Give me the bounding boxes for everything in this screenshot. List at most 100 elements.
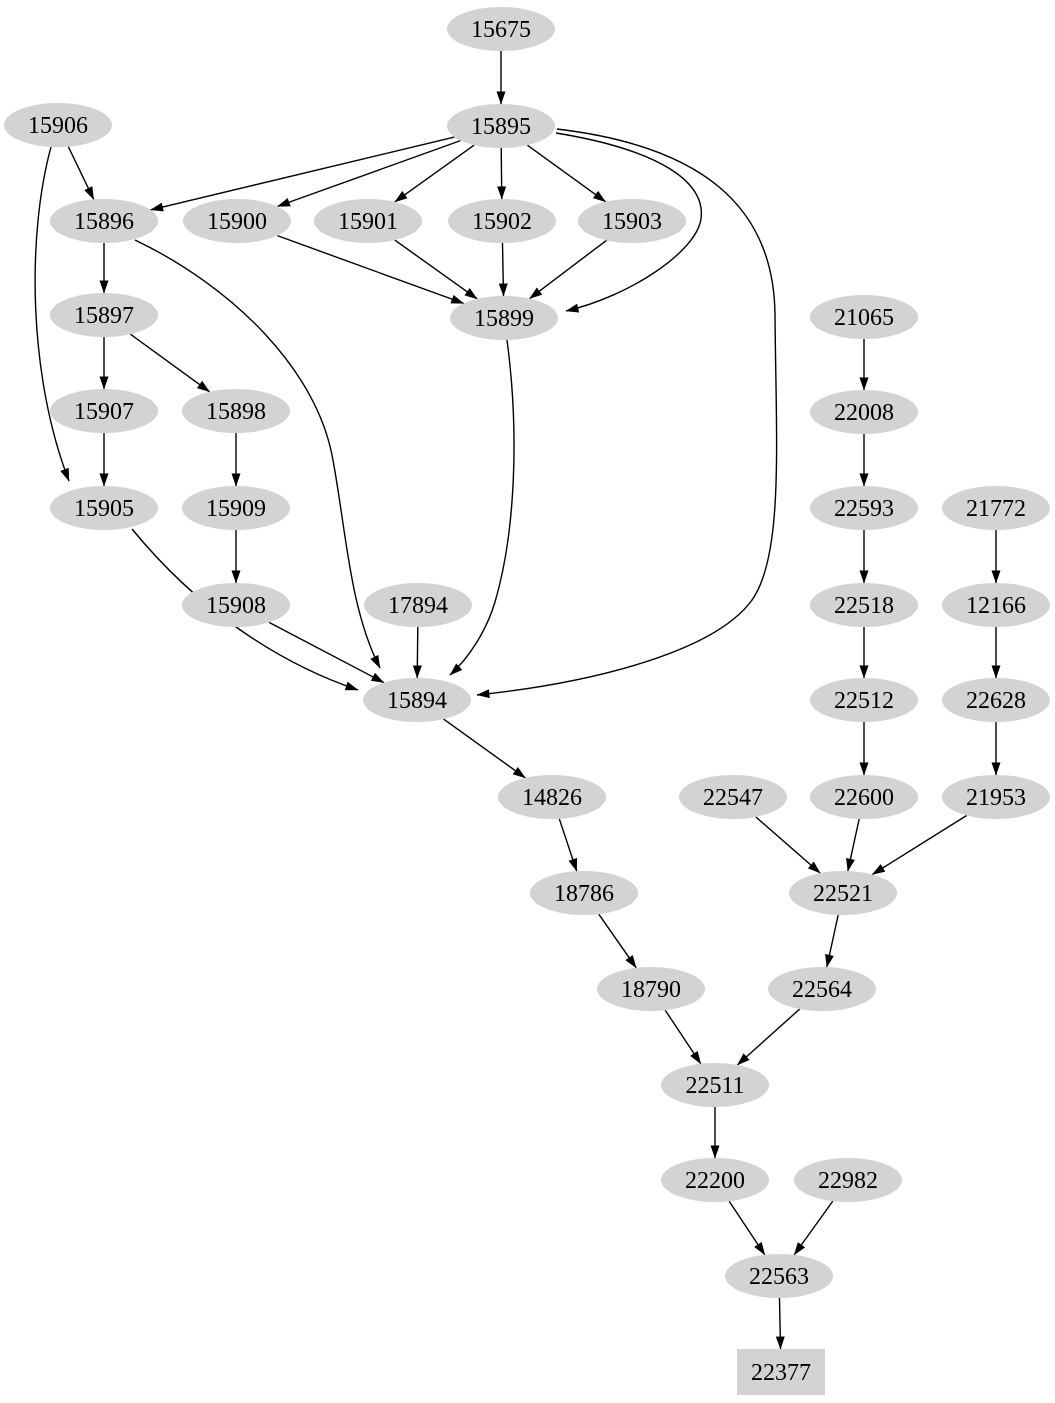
node-shape	[810, 390, 918, 434]
edge-15895-15896	[150, 136, 455, 212]
node-shape	[447, 104, 555, 148]
node-label: 22982	[818, 1168, 878, 1194]
graph-node-21772: 21772	[942, 486, 1050, 530]
node-label: 15898	[206, 399, 266, 425]
graph-node-15894: 15894	[363, 678, 471, 722]
node-label: 22377	[751, 1360, 811, 1386]
node-shape	[942, 583, 1050, 627]
graph-node-14826: 14826	[498, 775, 606, 819]
edge-15899-15894	[449, 339, 515, 676]
node-shape	[810, 583, 918, 627]
node-shape	[498, 775, 606, 819]
node-shape	[679, 775, 787, 819]
node-shape	[810, 486, 918, 530]
graph-node-17894: 17894	[364, 583, 472, 627]
node-label: 15896	[74, 209, 134, 235]
edge-15903-15899	[529, 239, 607, 300]
node-label: 15902	[472, 209, 532, 235]
node-shape	[50, 199, 158, 243]
node-label: 12166	[966, 593, 1026, 619]
graph-node-15896: 15896	[50, 199, 158, 243]
graph-node-22628: 22628	[942, 678, 1050, 722]
node-label: 22563	[749, 1264, 809, 1290]
graph-node-15897: 15897	[50, 293, 158, 337]
node-shape	[737, 1349, 825, 1395]
node-shape	[725, 1254, 833, 1298]
node-shape	[182, 389, 290, 433]
graph-node-21953: 21953	[942, 775, 1050, 819]
edge-22547-22521	[755, 816, 821, 874]
node-shape	[794, 1158, 902, 1202]
graph-node-15907: 15907	[50, 389, 158, 433]
node-label: 14826	[522, 785, 582, 811]
node-shape	[50, 389, 158, 433]
node-label: 22547	[703, 785, 763, 811]
node-label: 15909	[206, 496, 266, 522]
graph-node-15909: 15909	[182, 486, 290, 530]
node-shape	[789, 871, 897, 915]
graph-node-22512: 22512	[810, 678, 918, 722]
node-shape	[450, 296, 558, 340]
edge-22982-22563	[793, 1200, 834, 1256]
node-label: 15906	[28, 113, 88, 139]
graph-node-18790: 18790	[597, 967, 705, 1011]
graph-node-22377: 22377	[737, 1349, 825, 1395]
node-label: 22512	[834, 688, 894, 714]
node-shape	[942, 775, 1050, 819]
node-label: 15907	[74, 399, 134, 425]
node-label: 15908	[206, 593, 266, 619]
edge-15895-15902	[497, 147, 507, 200]
node-shape	[942, 486, 1050, 530]
edge-15902-15899	[498, 242, 508, 297]
node-label: 17894	[388, 593, 448, 619]
edge-17894-15894	[412, 626, 422, 679]
node-shape	[363, 678, 471, 722]
node-label: 15675	[471, 17, 531, 43]
edge-15906-15905	[34, 146, 70, 482]
node-shape	[447, 7, 555, 51]
graph-node-22982: 22982	[794, 1158, 902, 1202]
graph-node-22008: 22008	[810, 390, 918, 434]
graph-node-12166: 12166	[942, 583, 1050, 627]
graph-node-22564: 22564	[768, 967, 876, 1011]
node-label: 22521	[813, 881, 873, 907]
node-shape	[661, 1063, 769, 1107]
graph-node-15902: 15902	[448, 199, 556, 243]
node-shape	[364, 583, 472, 627]
graph-node-18786: 18786	[530, 871, 638, 915]
edge-14826-18786	[558, 818, 578, 872]
graph-node-15903: 15903	[578, 199, 686, 243]
node-label: 15901	[338, 209, 398, 235]
graph-node-21065: 21065	[810, 295, 918, 339]
graph-node-22563: 22563	[725, 1254, 833, 1298]
graph-node-15675: 15675	[447, 7, 555, 51]
edge-15908-15894	[268, 621, 385, 684]
edge-15900-15899	[277, 234, 465, 305]
node-shape	[50, 486, 158, 530]
graph-node-22593: 22593	[810, 486, 918, 530]
edge-15895-15903	[526, 144, 607, 203]
edge-15906-15896	[67, 146, 95, 200]
node-shape	[661, 1158, 769, 1202]
node-label: 15894	[387, 688, 447, 714]
nodes-layer: 15675 15895 15906 15896 15900 15901 15902 15903…	[4, 7, 1050, 1395]
node-label: 22200	[685, 1168, 745, 1194]
node-label: 22511	[685, 1073, 744, 1099]
edges-layer	[34, 51, 1001, 1350]
node-shape	[768, 967, 876, 1011]
node-label: 21065	[834, 305, 894, 331]
edge-22563-22377	[775, 1297, 785, 1350]
graph-node-15900: 15900	[183, 199, 291, 243]
graph-node-15895: 15895	[447, 104, 555, 148]
graph-node-22511: 22511	[661, 1063, 769, 1107]
node-label: 15905	[74, 496, 134, 522]
edge-15895-15899	[555, 132, 703, 313]
node-label: 15899	[474, 306, 534, 332]
node-shape	[4, 103, 112, 147]
graph-node-22518: 22518	[810, 583, 918, 627]
node-label: 15900	[207, 209, 267, 235]
node-label: 18786	[554, 881, 614, 907]
node-label: 21772	[966, 496, 1026, 522]
